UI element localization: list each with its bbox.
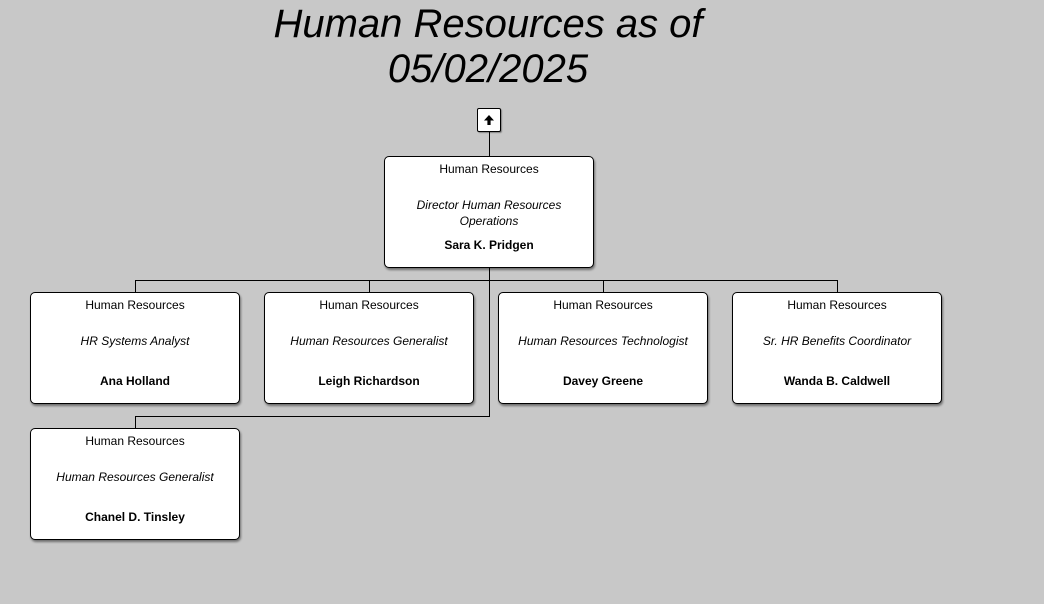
org-card-report-1[interactable]: Human Resources HR Systems Analyst Ana H… [30, 292, 240, 404]
connector-row2-bus [135, 416, 490, 417]
card-person-name: Chanel D. Tinsley [85, 510, 185, 524]
connector-drop-5 [135, 416, 136, 428]
connector-drop-2 [369, 280, 370, 292]
chart-title-line-1: Human Resources as of [273, 2, 703, 46]
card-person-name: Wanda B. Caldwell [783, 374, 891, 388]
card-department: Human Resources [319, 298, 419, 312]
card-role: Sr. HR Benefits Coordinator [762, 334, 912, 348]
up-arrow-icon [484, 115, 494, 125]
org-card-manager[interactable]: Human Resources Director Human Resources… [384, 156, 594, 268]
card-department: Human Resources [439, 162, 539, 176]
org-card-report-5[interactable]: Human Resources Human Resources Generali… [30, 428, 240, 540]
org-card-report-2[interactable]: Human Resources Human Resources Generali… [264, 292, 474, 404]
connector-drop-3 [603, 280, 604, 292]
card-department: Human Resources [85, 434, 185, 448]
navigate-up-button[interactable] [477, 108, 501, 132]
org-card-report-3[interactable]: Human Resources Human Resources Technolo… [498, 292, 708, 404]
card-department: Human Resources [787, 298, 887, 312]
connector-row1-bus [135, 280, 838, 281]
card-role: Human Resources Generalist [56, 470, 214, 484]
connector-drop-4 [837, 280, 838, 292]
connector-manager-trunk [489, 267, 490, 416]
card-person-name: Davey Greene [562, 374, 644, 388]
connector-up-to-manager [489, 132, 490, 156]
card-department: Human Resources [85, 298, 185, 312]
card-role: Director Human Resources Operations [416, 198, 562, 228]
card-role: Human Resources Generalist [290, 334, 448, 348]
card-role: Human Resources Technologist [518, 334, 688, 348]
card-role: HR Systems Analyst [80, 334, 190, 348]
card-person-name: Ana Holland [99, 374, 170, 388]
connector-drop-1 [135, 280, 136, 292]
card-department: Human Resources [553, 298, 653, 312]
card-person-name: Leigh Richardson [318, 374, 420, 388]
chart-title: Human Resources as of 05/02/2025 [188, 2, 788, 92]
org-card-report-4[interactable]: Human Resources Sr. HR Benefits Coordina… [732, 292, 942, 404]
chart-title-line-2: 05/02/2025 [387, 47, 589, 91]
card-person-name: Sara K. Pridgen [444, 238, 534, 252]
